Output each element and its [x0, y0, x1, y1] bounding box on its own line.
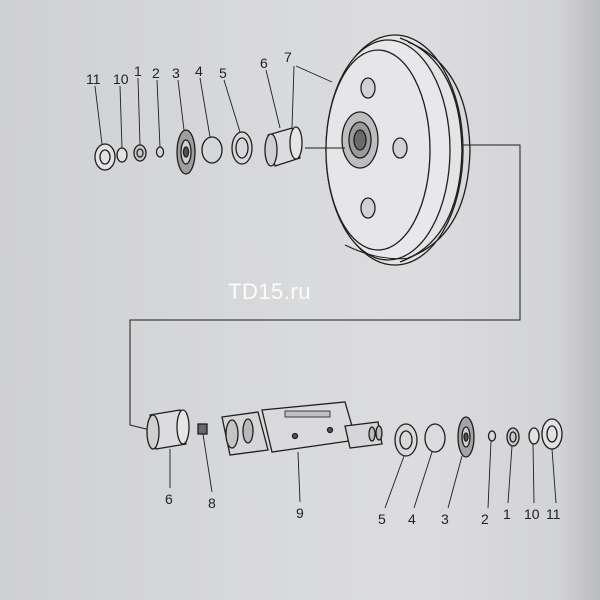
label-top-2: 2: [152, 65, 160, 81]
label-top-11: 11: [86, 71, 101, 87]
label-bottom-4: 4: [408, 511, 416, 527]
label-top-4: 4: [195, 63, 203, 79]
bushing-1-bottom: [506, 427, 520, 447]
watermark-text: TD15.ru: [228, 279, 311, 304]
washer-11-top: [94, 143, 116, 171]
ring-2-top: [155, 146, 165, 158]
label-top-1: 1: [134, 63, 142, 79]
plug-8: [197, 423, 208, 435]
label-bottom-10: 10: [524, 506, 540, 522]
washer-11-bottom: [541, 418, 563, 450]
leader-lines-top: [94, 65, 333, 149]
flange-3-bottom: [457, 416, 475, 458]
flange-3-top: [176, 129, 196, 175]
ring-10-top: [116, 147, 128, 163]
sleeve-6-bottom: [146, 409, 190, 450]
label-bottom-1: 1: [503, 506, 511, 522]
seal-5-top: [231, 131, 253, 165]
label-top-7: 7: [284, 49, 292, 65]
label-bottom-8: 8: [208, 495, 216, 511]
shaft-9: [221, 401, 383, 456]
oring-4-top: [201, 136, 223, 164]
ring-10-bottom: [528, 427, 540, 445]
label-bottom-9: 9: [296, 505, 304, 521]
label-top-10: 10: [113, 71, 129, 87]
seal-5-bottom: [394, 423, 418, 457]
label-bottom-2: 2: [481, 511, 489, 527]
leader-lines-bottom: [169, 433, 557, 509]
idler-wheel-7: [325, 34, 471, 266]
bushing-1-top: [133, 144, 147, 162]
label-top-6: 6: [260, 55, 268, 71]
ring-2-bottom: [487, 430, 497, 442]
sleeve-6-top: [264, 126, 303, 167]
label-bottom-5: 5: [378, 511, 386, 527]
connector-line: [129, 144, 521, 431]
label-bottom-3: 3: [441, 511, 449, 527]
oring-4-bottom: [424, 423, 446, 453]
label-bottom-6: 6: [165, 491, 173, 507]
label-bottom-11: 11: [546, 506, 561, 522]
label-top-5: 5: [219, 65, 227, 81]
label-top-3: 3: [172, 65, 180, 81]
